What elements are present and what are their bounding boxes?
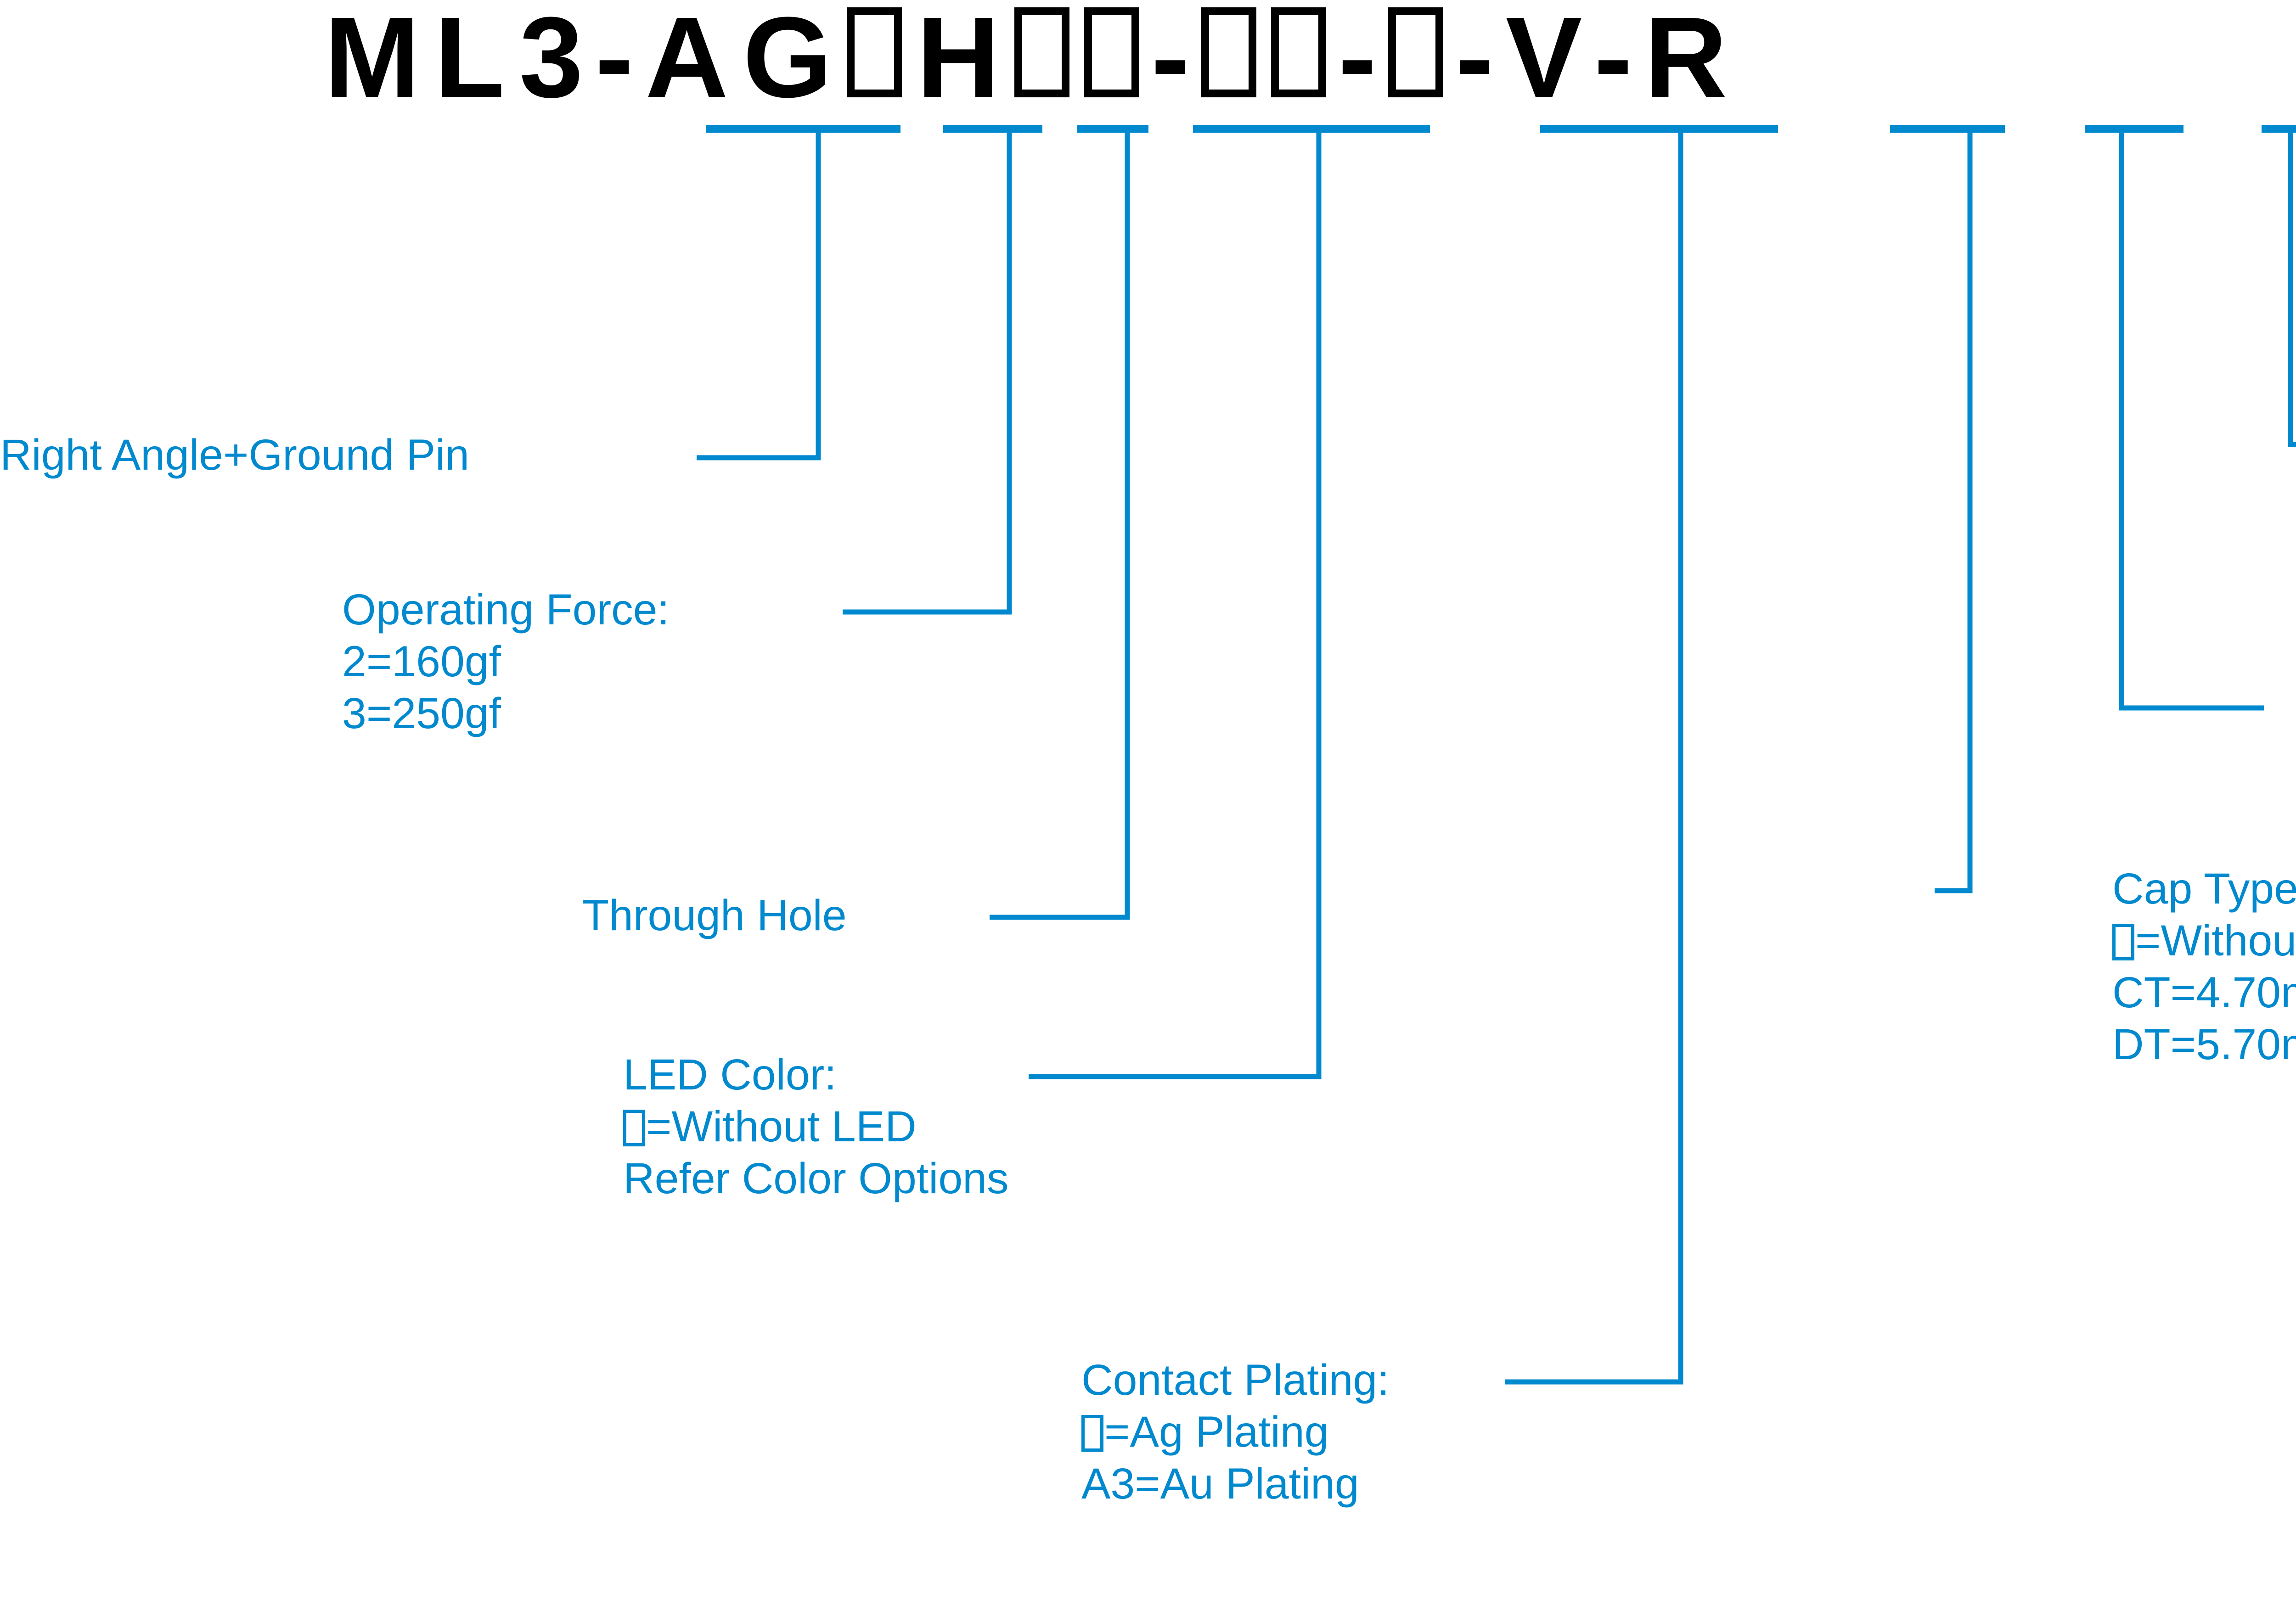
underline-bar-through-hole [1077,125,1148,133]
callout-led-color: LED Color: =Without LED Refer Color Opti… [623,1049,1009,1205]
pn-box-cap-type [1388,7,1444,97]
callout-right-angle-ground-pin: Right Angle+Ground Pin [0,429,469,481]
pn-char-h: H [917,0,1000,121]
callout-operating-force: Operating Force: 2=160gf 3=250gf [342,584,670,740]
callout-title-right-angle-ground-pin: Right Angle+Ground Pin [0,431,469,479]
callout-option-led-color-refer: Refer Color Options [623,1154,1009,1203]
leader-contact-plating [1505,133,1683,1385]
callout-title-led-color: LED Color: [623,1050,837,1099]
pn-box-contact-plating-2 [1271,7,1327,97]
empty-box-icon [623,1110,645,1146]
pn-char-m: M [324,0,420,121]
segment-underline-bars [706,125,2296,133]
underline-bar-cap-type [1890,125,2005,133]
empty-box-icon [1081,1415,1103,1452]
pn-char-g: G [743,0,833,121]
callout-title-operating-force: Operating Force: [342,585,670,634]
pn-box-led-color-2 [1084,7,1139,97]
callout-cap-type: Cap Type: =Without Cap CT=4.70mm DT=5.70… [2112,863,2296,1071]
callout-option-cap-type-without: =Without Cap [2112,915,2296,967]
leader-operating-force [843,133,1012,615]
callout-contact-plating: Contact Plating: =Ag Plating A3=Au Plati… [1081,1354,1390,1510]
callout-option-contact-plating-ag-label: =Ag Plating [1104,1408,1329,1456]
pn-dash-5: - [1594,0,1632,121]
empty-box-icon [2112,924,2134,960]
underline-bar-led-color [1193,125,1430,133]
leader-through-hole [990,133,1130,920]
callout-option-cap-type-dt: DT=5.70mm [2112,1020,2296,1069]
callout-title-cap-type: Cap Type: [2112,864,2296,913]
pn-char-r: R [1644,0,1728,121]
callout-through-hole: Through Hole [582,890,847,942]
callout-option-operating-force-3: 3=250gf [342,689,501,738]
pn-char-l: L [434,0,505,121]
leader-led-color [1029,133,1322,1079]
pn-char-3: 3 [519,0,584,121]
leader-cap-type [1935,133,1973,893]
callout-option-contact-plating-au: A3=Au Plating [1081,1459,1359,1508]
underline-bar-package [2262,125,2296,133]
pn-dash-4: - [1455,0,1494,121]
pn-dash-1: - [595,0,634,121]
callout-option-operating-force-2: 2=160gf [342,637,501,686]
underline-bar-operating-force [943,125,1042,133]
pn-char-v: V [1505,0,1582,121]
pn-box-operating-force [847,7,902,97]
callout-title-through-hole: Through Hole [582,891,847,940]
underline-bar-lead-free [2085,125,2183,133]
pn-box-contact-plating-1 [1201,7,1257,97]
callout-title-contact-plating: Contact Plating: [1081,1356,1390,1404]
pn-box-led-color-1 [1014,7,1069,97]
underline-bar-right-angle-ground-pin [706,125,900,133]
leader-right-angle-ground-pin [697,133,821,460]
pn-char-a: A [645,0,728,121]
callout-option-cap-type-ct: CT=4.70mm [2112,968,2296,1017]
callout-option-led-color-without: =Without LED [623,1101,1009,1153]
pn-dash-2: - [1151,0,1190,121]
callout-option-contact-plating-ag: =Ag Plating [1081,1406,1390,1458]
leader-lead-free [2119,133,2264,711]
callout-option-cap-type-without-label: =Without Cap [2135,916,2296,965]
underline-bar-contact-plating [1540,125,1778,133]
leader-package [2288,133,2296,447]
pn-dash-3: - [1338,0,1377,121]
callout-option-led-color-without-label: =Without LED [646,1102,917,1151]
part-number-string: M L 3 - A G H - - - V - R [0,0,2296,124]
